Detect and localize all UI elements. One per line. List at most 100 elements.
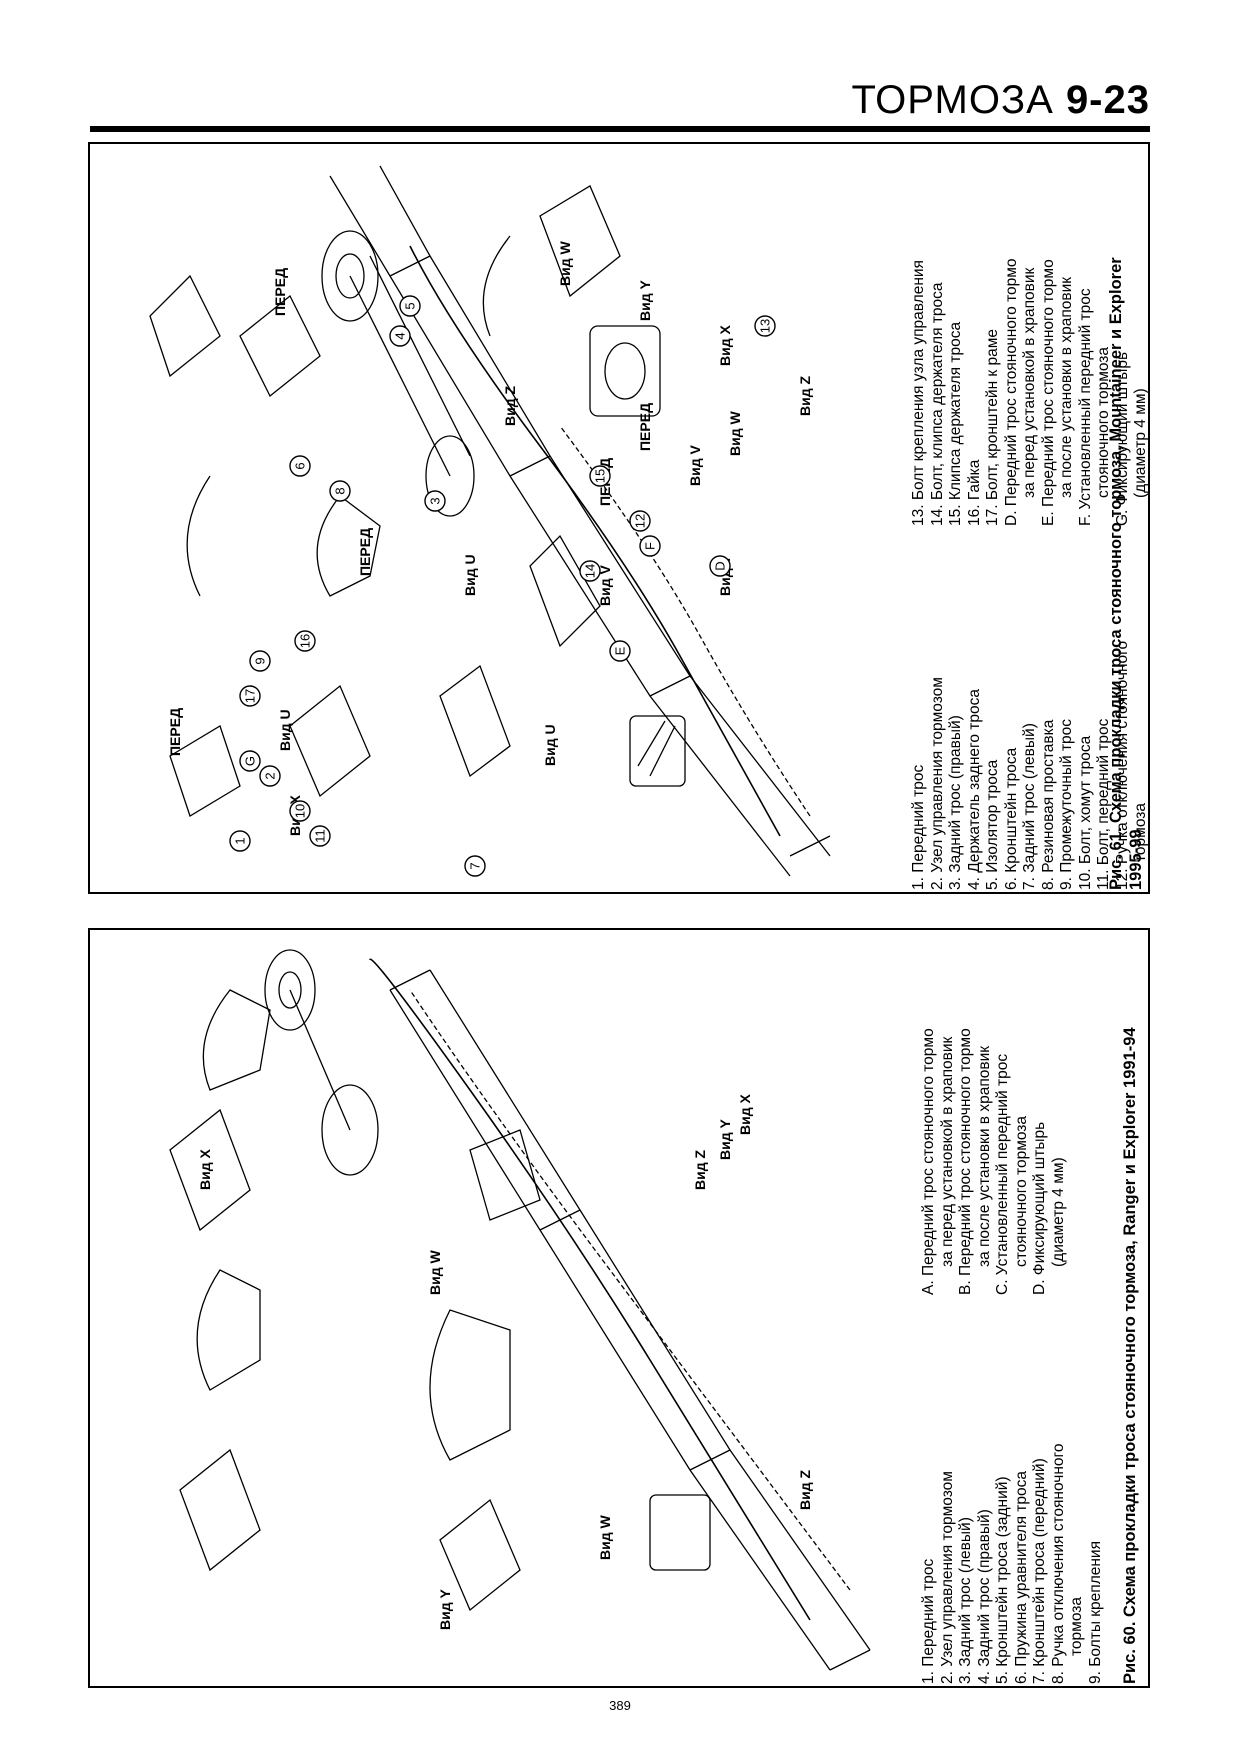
fig60-view-y-label-2: Вид Y — [717, 1119, 733, 1160]
fig61-callout-11: 11 — [309, 825, 331, 847]
fig61-view-w-label-main: Вид W — [557, 241, 573, 286]
section-title: ТОРМОЗА 9-23 — [852, 78, 1150, 123]
fig61-caption-line2: 1995-99 — [1127, 829, 1145, 890]
fig61-front-label-2: ПЕРЕД — [167, 708, 183, 756]
figure-60-diagram: Вид X Вид W Вид W Вид Y Вид Y Вид Z Вид … — [90, 930, 930, 1686]
svg-text:9: 9 — [253, 657, 268, 664]
fig60-caption: Рис. 60. Схема прокладки троса стояночно… — [1120, 1027, 1140, 1684]
fig61-caption-line1: Рис. 61. Схема прокладки троса стояночно… — [1107, 257, 1125, 890]
svg-text:5: 5 — [403, 302, 418, 309]
header-rule — [90, 126, 1150, 132]
figure-60-drawing: Вид X Вид W Вид W Вид Y Вид Y Вид Z Вид … — [169, 949, 871, 1671]
legend-item: 5. Кронштейн троса (задний) — [994, 1476, 1011, 1684]
fig61-callout-1: 1 — [229, 830, 251, 852]
legend-item: 1. Передний трос — [910, 764, 927, 890]
legend-item-continuation: за перед установкой в храповик — [1021, 267, 1038, 498]
legend-item: 4. Держатель заднего троса — [965, 689, 983, 890]
figure-61-panel: Вид Z Вид V Вид W Вид U ПЕРЕД Вид U Вид … — [88, 142, 1150, 894]
fig61-view-y-label-2: Вид Y — [637, 280, 653, 321]
legend-item: 8. Резиновая проставка — [1039, 719, 1057, 890]
section-name: ТОРМОЗА — [851, 78, 1054, 122]
fig60-view-z-label: Вид Z — [797, 1470, 813, 1510]
figure-60-panel: Вид X Вид W Вид W Вид Y Вид Y Вид Z Вид … — [88, 928, 1150, 1688]
fig60-view-x-label: Вид X — [197, 1149, 213, 1190]
fig61-view-w-label: Вид W — [727, 411, 743, 456]
fig61-front-label-1: ПЕРЕД — [272, 268, 288, 316]
fig61-callout-14: 14 — [579, 560, 601, 582]
legend-item: E. Передний трос стояночного тормо — [1039, 259, 1057, 526]
fig61-caption: Рис. 61. Схема прокладки троса стояночно… — [1106, 257, 1146, 890]
legend-item: 15. Клипса держателя троса — [947, 321, 964, 526]
legend-item-continuation: за после установки в храповик — [975, 1045, 993, 1267]
fig61-view-u-label-main: Вид U — [462, 554, 478, 596]
svg-text:2: 2 — [263, 772, 278, 779]
fig61-callout-E: E — [609, 640, 631, 662]
fig61-callout-6: 6 — [289, 455, 311, 477]
fig60-legend-left: 1. Передний трос 2. Узел управления торм… — [920, 1444, 1105, 1684]
legend-item: 3. Задний трос (левый) — [957, 1517, 974, 1684]
fig61-view-v-label-small: Вид V — [597, 565, 613, 606]
fig61-callout-16: 16 — [294, 630, 316, 652]
fig60-caption-line: Рис. 60. Схема прокладки троса стояночно… — [1121, 1027, 1139, 1684]
legend-item: 3. Задний трос (правый) — [947, 715, 964, 890]
svg-text:6: 6 — [293, 462, 308, 469]
svg-text:13: 13 — [758, 319, 773, 333]
legend-item: 2. Узел управления тормозом — [938, 1471, 956, 1684]
svg-text:16: 16 — [298, 634, 313, 648]
fig61-callout-5: 5 — [399, 295, 421, 317]
legend-item: 6. Пружина уравнителя троса — [1012, 1470, 1030, 1684]
fig61-view-x-label-2: Вид X — [717, 325, 733, 366]
fig61-callout-F: F — [639, 535, 661, 557]
legend-item-continuation: тормоза — [1068, 1597, 1085, 1656]
fig60-view-y-label: Вид Y — [437, 1589, 453, 1630]
svg-text:3: 3 — [428, 497, 443, 504]
legend-item: 4. Задний трос (правый) — [975, 1509, 993, 1684]
fig61-callout-3: 3 — [424, 490, 446, 512]
legend-item: 10. Болт, хомут троса — [1076, 735, 1094, 890]
section-page-ref: 9-23 — [1065, 78, 1150, 122]
fig61-callout-17: 17 — [239, 685, 261, 707]
page-number: 389 — [609, 1698, 631, 1713]
svg-text:1: 1 — [233, 837, 248, 844]
fig61-callout-13: 13 — [754, 315, 776, 337]
fig61-callout-7: 7 — [464, 855, 486, 877]
legend-item: F. Установленный передний трос — [1076, 288, 1094, 526]
legend-item-continuation: за после установки в храповик — [1058, 276, 1075, 498]
legend-item: 8. Ручка отключения стояночного — [1049, 1443, 1067, 1684]
svg-text:F: F — [643, 542, 658, 550]
fig60-view-x-label-2: Вид X — [737, 1094, 753, 1135]
fig61-view-u-label: Вид U — [277, 709, 293, 751]
fig61-callout-2: 2 — [259, 765, 281, 787]
fig61-callout-8: 8 — [329, 480, 351, 502]
fig61-front-label-5: ПЕРЕД — [357, 528, 373, 576]
fig60-view-w-label: Вид W — [427, 1250, 443, 1295]
svg-text:11: 11 — [313, 829, 328, 843]
legend-item: C. Установленный передний трос — [994, 1053, 1011, 1295]
legend-item: 13. Болт крепления узла управления — [910, 260, 927, 526]
fig60-view-w-label-2: Вид W — [597, 1515, 613, 1560]
legend-item: 6. Кронштейн троса — [1002, 747, 1020, 890]
legend-item: 16. Гайка — [965, 459, 983, 526]
svg-text:E: E — [613, 646, 628, 655]
legend-item: 1. Передний трос — [920, 1558, 937, 1684]
figure-61-rotated-content: Вид Z Вид V Вид W Вид U ПЕРЕД Вид U Вид … — [90, 144, 1148, 892]
svg-text:8: 8 — [333, 487, 348, 494]
legend-item: 5. Изолятор троса — [984, 759, 1001, 890]
fig61-callout-D: D — [709, 555, 731, 577]
legend-item-continuation: (диаметр 4 мм) — [1049, 1157, 1067, 1267]
legend-item: D. Передний трос стояночного тормо — [1002, 258, 1020, 526]
legend-item-continuation: стояночного тормоза — [1012, 1115, 1030, 1267]
svg-text:7: 7 — [468, 862, 483, 869]
svg-text:D: D — [713, 561, 728, 570]
legend-item: 9. Промежуточный трос — [1058, 718, 1075, 890]
fig61-callout-4: 4 — [389, 325, 411, 347]
fig60-view-z-label-2: Вид Z — [692, 1150, 708, 1190]
fig60-legend-right: A. Передний трос стояночного тормо за пе… — [920, 1028, 1068, 1295]
figure-61-diagram: Вид Z Вид V Вид W Вид U ПЕРЕД Вид U Вид … — [90, 144, 910, 892]
fig61-view-u-label-small: Вид U — [542, 724, 558, 766]
svg-text:10: 10 — [293, 804, 308, 818]
fig61-callout-12: 12 — [629, 510, 651, 532]
legend-item: 7. Кронштейн троса (передний) — [1031, 1458, 1048, 1684]
fig61-callout-10: 10 — [289, 800, 311, 822]
fig61-view-z-label-2: Вид Z — [797, 376, 813, 416]
